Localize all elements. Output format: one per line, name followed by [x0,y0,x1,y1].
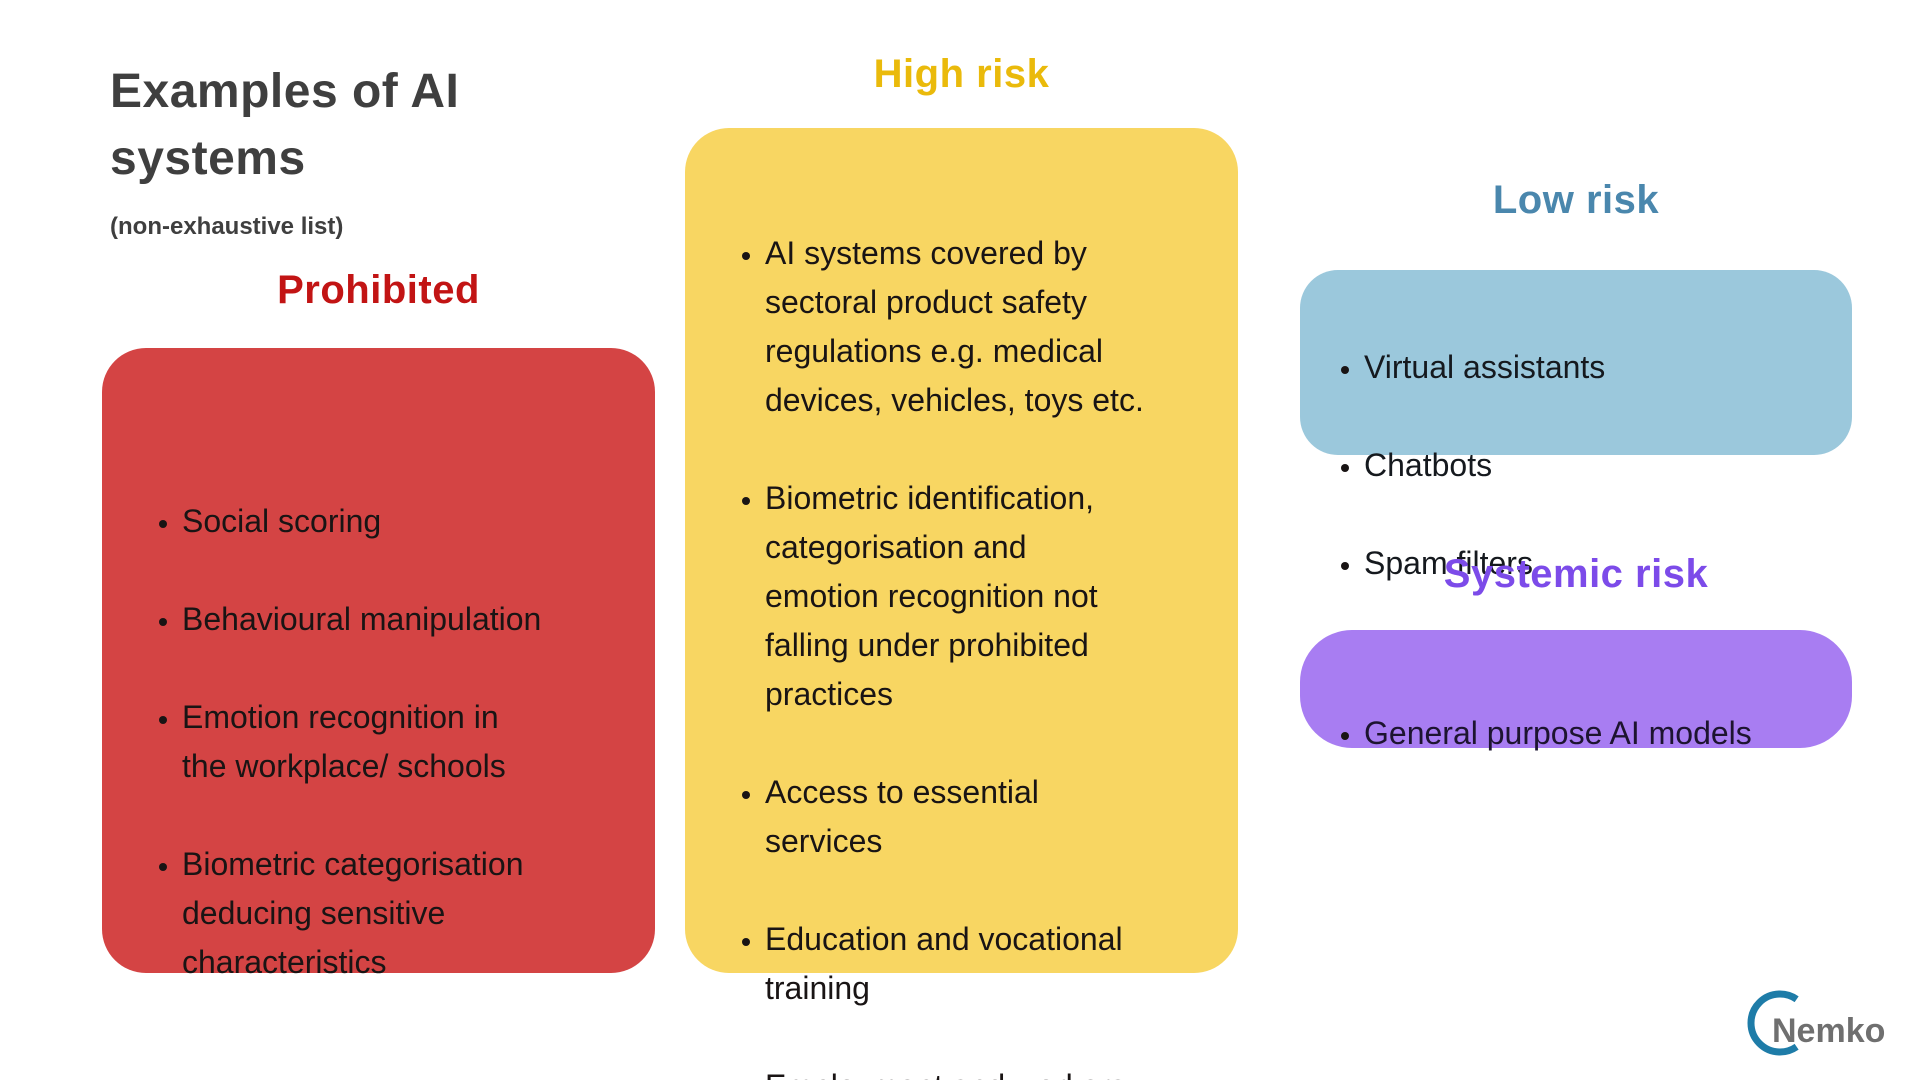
list-item: Virtual assistants [1364,343,1832,392]
list-item: Biometric categorisation deducing sensit… [182,840,635,987]
high-risk-box: AI systems covered by sectoral product s… [685,128,1238,1080]
list-item: Spam filters [1364,539,1832,588]
page-title: Examples of AI systems [110,65,460,185]
page-subtitle: (non-exhaustive list) [110,213,344,240]
low-risk-box: Virtual assistants Chatbots Spam filters [1300,270,1852,581]
list-item: Chatbots [1364,441,1832,490]
list-item: Biometric identification, categorisation… [765,474,1218,719]
list-item: Social scoring [182,497,635,546]
nemko-logo-text: Nemko [1772,1012,1885,1050]
prohibited-list: Social scoring Behavioural manipulation … [102,348,655,1036]
systemic-risk-heading: Systemic risk [1443,552,1709,596]
list-item: AI systems covered by sectoral product s… [765,229,1218,425]
list-item: Education and vocational training [765,915,1218,1013]
systemic-risk-box: General purpose AI models [1300,630,1852,751]
systemic-risk-list: General purpose AI models [1300,630,1852,807]
high-risk-list: AI systems covered by sectoral product s… [685,128,1238,1080]
list-item: Access to essential services [765,768,1218,866]
prohibited-box: Social scoring Behavioural manipulation … [102,348,655,980]
list-item: Emotion recognition in the workplace/ sc… [182,693,635,791]
low-risk-list: Virtual assistants Chatbots Spam filters [1300,270,1852,637]
high-risk-heading: High risk [873,52,1050,96]
prohibited-heading: Prohibited [277,268,480,312]
nemko-ring-icon [1747,990,1813,1056]
nemko-logo: Nemko [1747,990,1885,1056]
low-risk-heading: Low risk [1492,178,1660,222]
list-item: Employment and workers management [765,1062,1218,1080]
list-item: General purpose AI models [1364,709,1832,758]
list-item: Behavioural manipulation [182,595,635,644]
